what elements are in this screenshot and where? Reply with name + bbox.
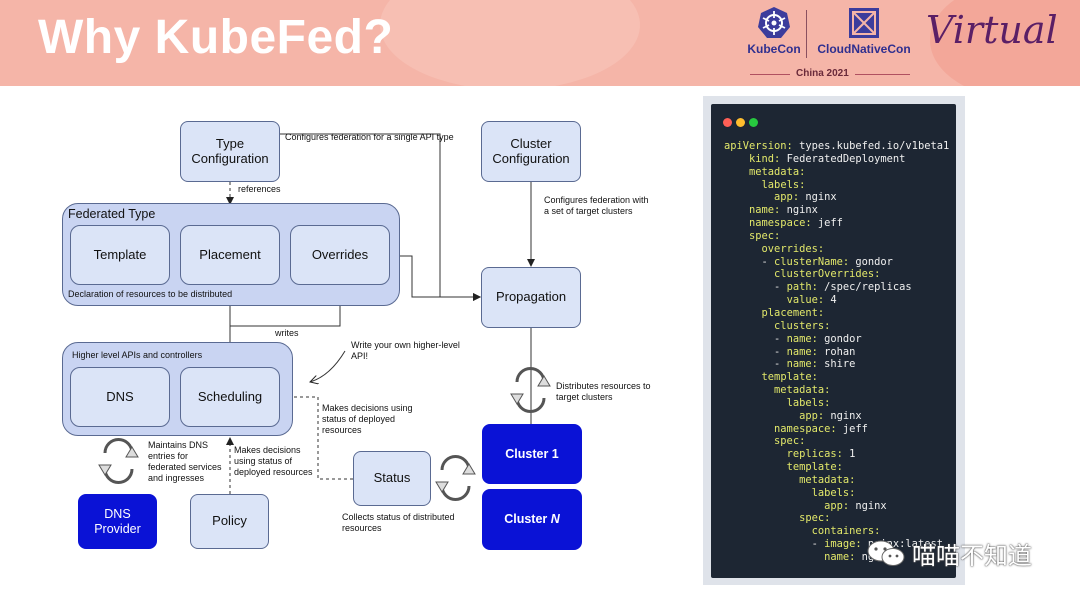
code-line: app: nginx [824,499,887,512]
placement-box: Placement [180,225,280,285]
code-line: - path: /spec/replicas [724,281,912,294]
wechat-icon [867,540,905,566]
cncf-square-icon [849,8,879,38]
federated-type-label: Federated Type [68,207,156,221]
note-configures-clusters: Configures federation with a set of targ… [544,195,649,216]
cluster-n-box: Cluster N [482,489,582,550]
dns-provider-box: DNS Provider [78,494,157,549]
cloudnativecon-label: CloudNativeCon [817,42,911,56]
note-decisions-status: Makes decisions using status of deployed… [234,445,313,477]
wechat-watermark: 喵喵不知道 [866,536,1032,571]
dns-box: DNS [70,367,170,427]
kubernetes-wheel-icon [758,7,790,38]
virtual-wordmark: Virtual [926,8,1058,52]
slide-title: Why KubeFed? [38,11,394,64]
close-dot-icon [723,118,732,127]
code-line: clusters: [774,319,831,332]
window-controls [723,114,762,132]
code-line: - name: gondor [724,332,862,345]
sync-icon-status [435,455,476,501]
code-line: clusterOverrides: [774,268,881,281]
code-line: - clusterName: gondor [724,255,893,268]
kubecon-logo: KubeCon [744,6,804,56]
code-line: value: 4 [786,294,837,307]
code-line: spec: [799,512,831,525]
code-line: apiVersion: types.kubefed.io/v1beta1 [724,140,950,152]
note-writes: writes [275,328,299,338]
cluster-configuration-box: Cluster Configuration [481,121,581,182]
code-line: replicas: 1 [786,448,856,461]
logo-divider [806,10,807,58]
header-band [0,0,1080,86]
code-line: template: [761,371,818,384]
code-window: apiVersion: types.kubefed.io/v1beta1 kin… [711,104,956,578]
note-configures-api: Configures federation for a single API t… [285,132,454,142]
code-line: template: [786,461,843,474]
cluster-n-suffix: N [550,512,560,527]
code-line: placement: [761,306,825,319]
yaml-code-block: apiVersion: types.kubefed.io/v1beta1 kin… [724,140,949,564]
code-line: metadata: [749,165,806,178]
note-collects: Collects status of distributed resources [342,512,455,533]
note-distributes: Distributes resources to target clusters [556,381,651,402]
sync-icon-distribute [510,367,551,413]
code-line: namespace: jeff [749,217,843,230]
connector-status-scheduling [283,393,353,480]
note-write-own: Write your own higher-level API! [351,340,460,361]
higher-level-label: Higher level APIs and controllers [72,350,203,360]
template-box: Template [70,225,170,285]
event-label: China 2021 [790,68,855,79]
code-line: app: nginx [799,409,862,422]
code-line: labels: [761,178,806,191]
code-line: kind: FederatedDeployment [749,152,906,165]
kubefed-architecture-diagram: Type Configuration Cluster Configuration… [0,86,700,603]
status-box: Status [353,451,431,506]
cluster-1-box: Cluster 1 [482,424,582,484]
code-line: namespace: jeff [774,422,868,435]
code-line: name: nginx [749,204,818,217]
note-maintains-dns: Maintains DNS entries for federated serv… [148,440,222,483]
declaration-label: Declaration of resources to be distribut… [68,289,233,299]
policy-box: Policy [190,494,269,549]
connector-write-own [310,350,346,382]
code-line: containers: [811,525,881,538]
code-line: labels: [811,486,856,499]
kubecon-label: KubeCon [747,42,801,56]
sync-icon-dns [98,438,139,484]
maximize-dot-icon [749,118,758,127]
note-references: references [238,184,281,194]
scheduling-box: Scheduling [180,367,280,427]
code-line: overrides: [761,242,825,255]
code-line: spec: [774,435,806,448]
code-line: labels: [786,396,831,409]
cloudnativecon-logo: CloudNativeCon [812,6,916,56]
code-line: - name: rohan [724,345,856,358]
code-line: app: nginx [774,191,837,204]
note-decisions-deployed: Makes decisions using status of deployed… [322,403,413,435]
watermark-text: 喵喵不知道 [912,542,1032,570]
connector-fedtype-propagation [400,255,481,301]
code-line: metadata: [799,473,856,486]
overrides-box: Overrides [290,225,390,285]
code-line: - name: shire [724,358,856,371]
code-line: spec: [749,229,781,242]
cluster-n-prefix: Cluster [504,512,551,527]
code-line: metadata: [774,384,831,397]
minimize-dot-icon [736,118,745,127]
propagation-box: Propagation [481,267,581,328]
type-configuration-box: Type Configuration [180,121,280,182]
